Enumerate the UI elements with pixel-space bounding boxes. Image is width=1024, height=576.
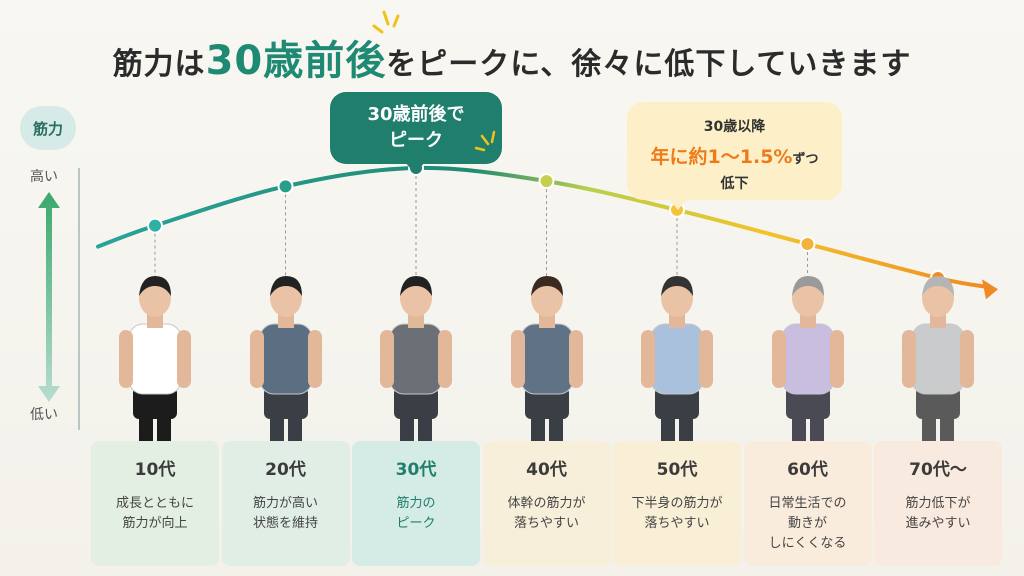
decade-label: 60代 [787,460,828,480]
decline-callout-line2: 年に約1〜1.5%ずつ [627,142,842,169]
sparkle-icon [372,10,400,34]
peak-callout-tail [405,162,425,174]
decade-description: 下半身の筋力が 落ちやすい [631,496,723,531]
decade-label: 70代〜 [909,460,967,480]
decade-description: 筋力が高い 状態を維持 [252,496,318,531]
decade-card: 70代〜筋力低下が 進みやすい [874,441,1002,566]
person-illustration [510,276,583,442]
y-axis-high-label: 高い [30,169,58,185]
decline-callout: 30歳以降 年に約1〜1.5%ずつ 低下 [627,102,842,200]
peak-callout: 30歳前後で ピーク [330,92,502,164]
decline-rate: 年に約1〜1.5% [650,146,793,168]
decade-card: 30代筋力の ピーク [352,441,480,566]
data-point [799,235,816,252]
decade-label: 30代 [395,460,437,480]
decade-description: 筋力低下が 進みやすい [905,496,971,531]
decade-card: 50代下半身の筋力が 落ちやすい [613,441,741,566]
y-axis-low-label: 低い [30,407,58,423]
person-illustration [119,276,191,442]
decline-callout-line1: 30歳以降 [703,119,766,135]
person-illustration [249,276,322,442]
decade-card: 20代筋力が高い 状態を維持 [221,441,350,566]
decade-card: 10代成長とともに 筋力が向上 [91,441,219,566]
y-axis-line [78,168,80,430]
decade-description: 体幹の筋力が 落ちやすい [507,496,586,531]
title-highlight: 30歳前後 [205,38,387,84]
decade-label: 20代 [265,460,306,480]
decade-label: 10代 [134,460,176,480]
decade-description: 日常生活での 動きが しにくくなる [768,496,847,551]
decade-card: 40代体幹の筋力が 落ちやすい [482,441,611,566]
person-illustration [380,276,452,442]
y-axis-label: 筋力 [20,106,76,150]
decade-description: 成長とともに 筋力が向上 [115,496,194,531]
decade-label: 50代 [656,460,698,480]
decline-callout-tail [668,198,688,210]
decade-description: 筋力の ピーク [396,496,436,531]
decade-card: 60代日常生活での 動きが しにくくなる [743,441,872,566]
person-illustration [902,276,974,442]
up-down-arrow-icon [38,192,60,402]
decline-callout-line3: 低下 [720,176,749,192]
data-point [277,178,294,195]
decline-rate-tail: ずつ [792,152,819,167]
data-point [147,217,163,234]
data-point [538,173,555,190]
title-suffix: をピークに、徐々に低下していきます [386,47,912,82]
decade-label: 40代 [526,460,567,480]
person-illustration [771,276,844,442]
page-title: 筋力は30歳前後をピークに、徐々に低下していきます [0,28,1024,86]
sparkle-icon [474,130,496,152]
person-illustration [641,276,713,442]
title-prefix: 筋力は [112,47,206,82]
curve-arrowhead [982,279,998,300]
